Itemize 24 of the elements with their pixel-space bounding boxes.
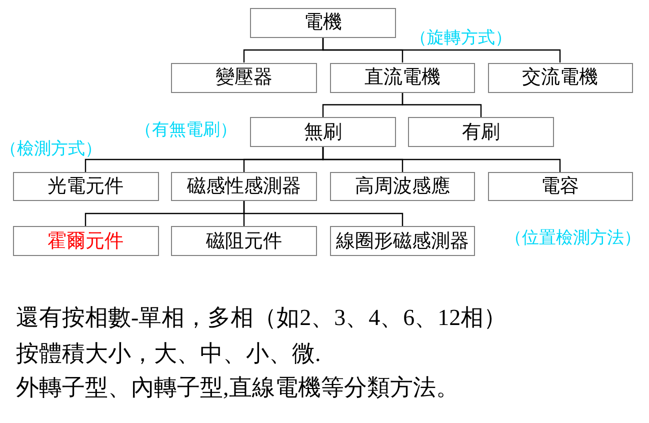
category-box: 磁阻元件 (171, 226, 317, 256)
annotation-label: （檢測方式） (0, 140, 102, 157)
connector-line (402, 92, 482, 117)
note-text: 按體積大小，大、中、小、微. (16, 342, 321, 364)
annotation-label: （旋轉方式） (410, 29, 512, 47)
connector-line (322, 147, 561, 172)
category-box: 磁感性感測器 (171, 172, 317, 201)
note-text: 外轉子型、內轉子型,直線電機等分類方法。 (16, 376, 459, 399)
connector-line (243, 201, 404, 226)
category-box: 線圈形磁感測器 (330, 226, 475, 256)
category-box: 直流電機 (330, 62, 475, 92)
category-box: 電容 (488, 172, 632, 201)
category-box: 無刷 (250, 117, 396, 147)
category-box: 霍爾元件 (12, 226, 158, 256)
category-box: 變壓器 (171, 62, 317, 92)
annotation-label: （有無電刷） (135, 121, 237, 139)
category-box: 交流電機 (488, 62, 632, 92)
category-box: 光電元件 (12, 172, 158, 201)
note-text: 還有按相數-單相，多相（如2、3、4、6、12相） (16, 306, 507, 329)
annotation-label: （位置檢測方法） (505, 229, 641, 247)
category-box: 有刷 (408, 117, 554, 147)
connector-line (322, 38, 561, 62)
category-box: 高周波感應 (330, 172, 475, 201)
category-box: 電機 (250, 8, 396, 38)
